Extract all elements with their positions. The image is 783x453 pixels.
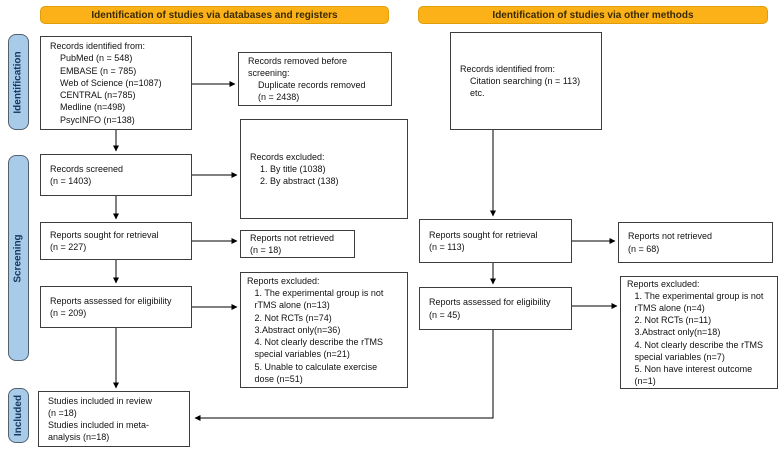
box-records-identified-databases: Records identified from: PubMed (n = 548… xyxy=(40,36,192,130)
box-reports-not-retrieved-databases: Reports not retrieved (n = 18) xyxy=(240,230,355,258)
box-reports-sought-other: Reports sought for retrieval (n = 113) xyxy=(419,219,572,263)
box-reports-assessed-other: Reports assessed for eligibility (n = 45… xyxy=(419,287,572,330)
box-studies-included: Studies included in review (n =18) Studi… xyxy=(38,391,190,447)
banner-databases-registers: Identification of studies via databases … xyxy=(40,6,389,24)
box-reports-sought-databases-text: Reports sought for retrieval (n = 227) xyxy=(50,229,159,252)
banner-other-methods: Identification of studies via other meth… xyxy=(418,6,768,24)
box-records-identified-databases-text: Records identified from: PubMed (n = 548… xyxy=(50,41,162,125)
stage-screening-label: Screening xyxy=(13,233,25,283)
box-reports-assessed-databases: Reports assessed for eligibility (n = 20… xyxy=(40,286,192,328)
box-reports-assessed-other-text: Reports assessed for eligibility (n = 45… xyxy=(429,297,551,320)
box-reports-assessed-databases-text: Reports assessed for eligibility (n = 20… xyxy=(50,295,172,318)
stage-included: Included xyxy=(8,388,29,443)
stage-screening: Screening xyxy=(8,155,29,361)
box-records-identified-other: Records identified from: Citation search… xyxy=(450,32,602,130)
box-records-excluded: Records excluded: 1. By title (1038) 2. … xyxy=(240,119,408,219)
box-reports-excluded-other: Reports excluded: 1. The experimental gr… xyxy=(620,276,778,389)
box-reports-excluded-databases: Reports excluded: 1. The experimental gr… xyxy=(240,272,408,388)
box-reports-excluded-databases-text: Reports excluded: 1. The experimental gr… xyxy=(247,276,384,384)
box-records-screened: Records screened (n = 1403) xyxy=(40,154,192,196)
stage-identification: Identification xyxy=(8,34,29,130)
stage-included-label: Included xyxy=(13,394,24,437)
box-reports-excluded-other-text: Reports excluded: 1. The experimental gr… xyxy=(627,278,764,387)
box-records-screened-text: Records screened (n = 1403) xyxy=(50,163,124,186)
box-records-removed-before-screening: Records removed before screening: Duplic… xyxy=(238,52,392,106)
box-records-removed-text: Records removed before screening: Duplic… xyxy=(248,55,366,103)
box-reports-not-retrieved-other-text: Reports not retrieved (n = 68) xyxy=(628,231,713,254)
box-records-excluded-text: Records excluded: 1. By title (1038) 2. … xyxy=(250,151,339,187)
box-reports-not-retrieved-other: Reports not retrieved (n = 68) xyxy=(618,222,773,263)
box-studies-included-text: Studies included in review (n =18) Studi… xyxy=(48,395,153,443)
box-reports-sought-databases: Reports sought for retrieval (n = 227) xyxy=(40,222,192,260)
box-records-identified-other-text: Records identified from: Citation search… xyxy=(460,63,581,99)
box-reports-sought-other-text: Reports sought for retrieval (n = 113) xyxy=(429,229,538,252)
stage-identification-label: Identification xyxy=(13,50,25,114)
box-reports-not-retrieved-databases-text: Reports not retrieved (n = 18) xyxy=(250,232,335,255)
